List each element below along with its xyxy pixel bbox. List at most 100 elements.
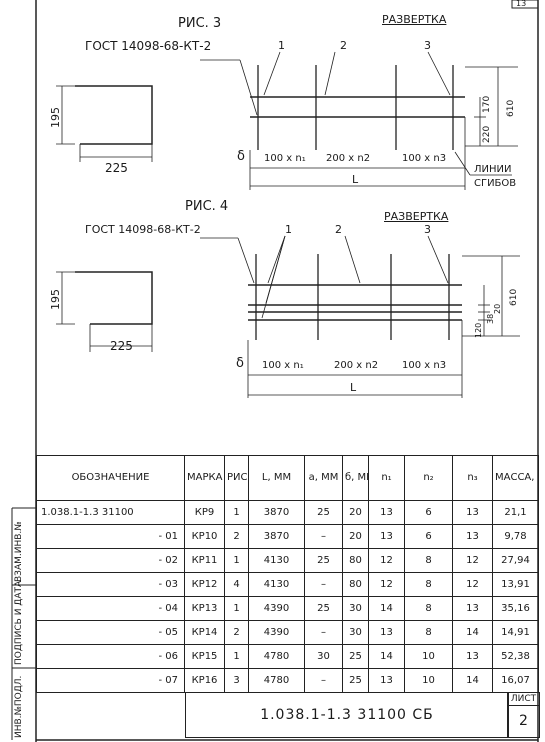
sheet-label: ЛИСТ (508, 694, 539, 706)
cell-n1: 14 (368, 596, 405, 621)
fig3-delta: δ (237, 149, 245, 164)
cell-mass: 52,38 (492, 644, 539, 669)
fig4-dim-width: 225 (110, 339, 133, 353)
cell-mass: 14,91 (492, 620, 539, 645)
cell-mark: КР12 (184, 572, 225, 597)
cell-mark: КР10 (184, 524, 225, 549)
fig3-length: L (352, 173, 359, 186)
cell-b: 25 (342, 668, 369, 693)
cell-designation: - 07 (36, 668, 185, 693)
fig4-callout-2: 2 (335, 223, 342, 236)
fig4-length: L (350, 381, 357, 394)
col-a: a, ММ (304, 455, 343, 501)
fig3-title: РИС. 3 (178, 16, 222, 31)
cell-length: 4780 (248, 644, 305, 669)
fig4-callout-3: 3 (424, 223, 431, 236)
cell-n2: 6 (404, 500, 453, 525)
cell-n1: 13 (368, 524, 405, 549)
fig4-dim-38: 38 (486, 313, 495, 324)
cell-length: 3870 (248, 524, 305, 549)
cell-designation: 1.038.1-1.3 31100 (36, 500, 185, 525)
col-mass: МАССА, КГ (492, 455, 539, 501)
fig3-dim-220: 220 (482, 125, 492, 143)
fig4-shape (75, 271, 153, 325)
cell-fig: 1 (224, 644, 249, 669)
fig3-dim-610: 610 (506, 99, 516, 117)
cell-n3: 13 (452, 644, 493, 669)
fig4-dim-120: 120 (474, 322, 483, 338)
cell-a: – (304, 620, 343, 645)
cell-length: 4390 (248, 596, 305, 621)
fig3-seg1: 100 x n₁ (264, 153, 306, 164)
fig3-shape (75, 85, 153, 145)
cell-b: 30 (342, 620, 369, 645)
page-number-box (511, 0, 539, 9)
cell-designation: - 05 (36, 620, 185, 645)
cell-a: 25 (304, 548, 343, 573)
cell-designation: - 03 (36, 572, 185, 597)
cell-mass: 21,1 (492, 500, 539, 525)
cell-n2: 8 (404, 596, 453, 621)
fig4-unfold-label: РАЗВЕРТКА (384, 210, 449, 223)
cell-mark: КР14 (184, 620, 225, 645)
cell-a: 25 (304, 596, 343, 621)
cell-mass: 35,16 (492, 596, 539, 621)
cell-fig: 1 (224, 500, 249, 525)
cell-designation: - 06 (36, 644, 185, 669)
cell-mark: КР16 (184, 668, 225, 693)
cell-b: 30 (342, 596, 369, 621)
col-n1: n₁ (368, 455, 405, 501)
side-label-replace-inv: ВЗАМ.ИНВ.№ (14, 521, 24, 582)
cell-b: 20 (342, 524, 369, 549)
fig3-bend-lines-2: СГИБОВ (474, 178, 517, 189)
col-fig: РИС (224, 455, 249, 501)
cell-a: – (304, 572, 343, 597)
cell-a: 30 (304, 644, 343, 669)
fig3-callout-2: 2 (340, 39, 347, 52)
cell-n1: 13 (368, 620, 405, 645)
cell-n1: 14 (368, 644, 405, 669)
cell-n1: 12 (368, 548, 405, 573)
cell-n3: 14 (452, 668, 493, 693)
cell-b: 25 (342, 644, 369, 669)
cell-n1: 12 (368, 572, 405, 597)
cell-n3: 13 (452, 524, 493, 549)
fig4-seg3: 100 x n3 (402, 360, 447, 371)
cell-mark: КР15 (184, 644, 225, 669)
cell-designation: - 04 (36, 596, 185, 621)
specification-table: ОБОЗНАЧЕНИЕ МАРКА РИС L, ММ a, ММ б, ММ … (36, 455, 539, 693)
fig4-gost: ГОСТ 14098-68-КТ-2 (85, 223, 201, 236)
fig4-title: РИС. 4 (185, 199, 229, 214)
fig3-dim-170: 170 (482, 95, 492, 113)
cell-n3: 13 (452, 596, 493, 621)
fig4-delta: δ (236, 356, 244, 371)
col-n3: n₃ (452, 455, 493, 501)
cell-length: 3870 (248, 500, 305, 525)
fig4-seg1: 100 x n₁ (262, 360, 304, 371)
cell-fig: 2 (224, 524, 249, 549)
cell-a: 25 (304, 500, 343, 525)
cell-mass: 27,94 (492, 548, 539, 573)
col-designation: ОБОЗНАЧЕНИЕ (36, 455, 185, 501)
cell-a: – (304, 668, 343, 693)
cell-n1: 13 (368, 500, 405, 525)
col-b: б, ММ (342, 455, 369, 501)
fig3-bend-lines-1: ЛИНИИ (474, 164, 512, 175)
col-n2: n₂ (404, 455, 453, 501)
fig3-unfold-label: РАЗВЕРТКА (382, 13, 447, 26)
document-code: 1.038.1-1.3 31100 СБ (260, 707, 434, 723)
col-length: L, ММ (248, 455, 305, 501)
cell-a: – (304, 524, 343, 549)
cell-mass: 9,78 (492, 524, 539, 549)
cell-fig: 4 (224, 572, 249, 597)
cell-fig: 2 (224, 620, 249, 645)
cell-length: 4130 (248, 548, 305, 573)
cell-fig: 1 (224, 596, 249, 621)
cell-mark: КР9 (184, 500, 225, 525)
